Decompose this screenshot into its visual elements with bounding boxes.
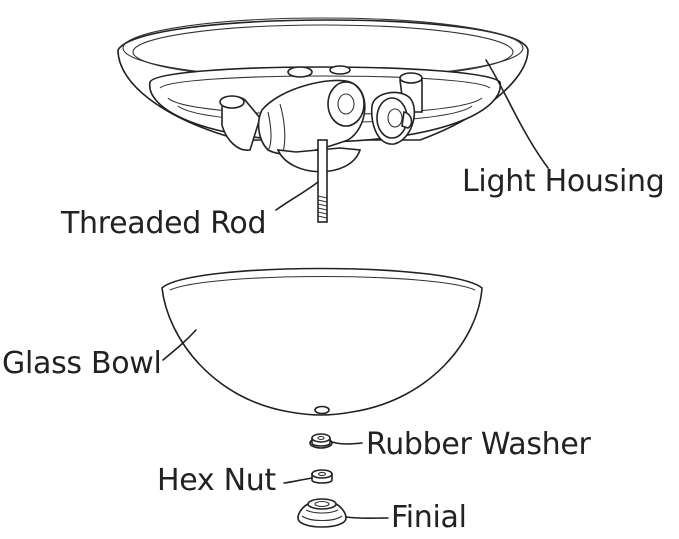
leader-lines	[162, 59, 549, 520]
label-threaded-rod: Threaded Rod	[61, 206, 267, 241]
leader-light-housing	[485, 59, 549, 169]
leader-finial	[345, 516, 389, 520]
threaded-rod	[317, 139, 328, 223]
label-rubber-washer: Rubber Washer	[366, 427, 591, 462]
label-glass-bowl: Glass Bowl	[2, 346, 162, 381]
leader-threaded-rod	[275, 181, 319, 211]
hex-nut	[311, 469, 333, 484]
leader-rubber-washer	[331, 441, 363, 445]
glass-bowl	[161, 267, 483, 416]
leader-glass-bowl	[162, 329, 197, 361]
label-light-housing: Light Housing	[462, 164, 665, 199]
label-finial: Finial	[391, 500, 467, 535]
finial	[297, 498, 347, 528]
label-hex-nut: Hex Nut	[157, 463, 276, 498]
leader-hex-nut	[283, 477, 313, 484]
rubber-washer	[309, 433, 333, 449]
light-housing	[117, 17, 529, 173]
